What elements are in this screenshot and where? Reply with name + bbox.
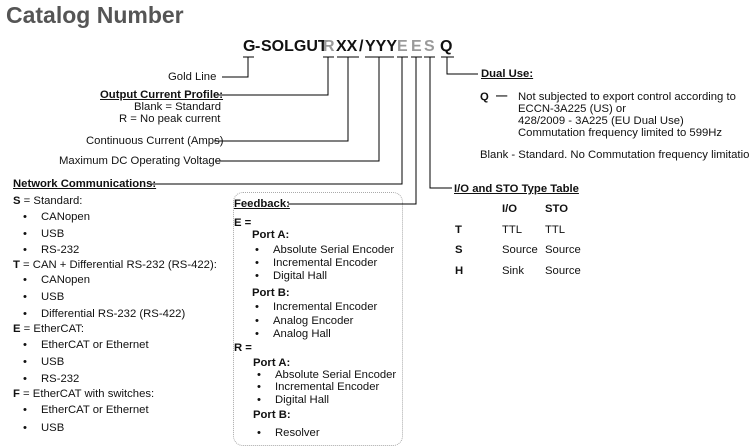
network-t-key: T: [13, 259, 20, 271]
network-title: Network Communications:: [13, 178, 157, 190]
list-item: Incremental Encoder: [255, 257, 377, 269]
feedback-r-port-a: Port A:: [253, 357, 291, 369]
feedback-r-port-b: Port B:: [253, 409, 291, 421]
io-row-key: H: [455, 265, 464, 277]
list-item: Digital Hall: [257, 394, 329, 406]
network-f-desc: = EtherCAT with switches:: [19, 388, 155, 400]
network-f-key: F: [13, 388, 20, 400]
code-g: G: [243, 38, 256, 55]
list-item: Absolute Serial Encoder: [255, 244, 394, 256]
code-r: R: [323, 38, 335, 55]
network-s-line: S = Standard:: [13, 195, 82, 207]
list-item: EtherCAT or Ethernet: [23, 339, 149, 351]
io-row-io: Source: [502, 244, 538, 256]
dual-use-title: Dual Use:: [481, 68, 534, 80]
list-item: Absolute Serial Encoder: [257, 369, 396, 381]
io-table-title: I/O and STO Type Table: [454, 183, 579, 195]
sto-header: STO: [545, 203, 569, 215]
network-f-line: F = EtherCAT with switches:: [13, 388, 154, 400]
list-item: EtherCAT or Ethernet: [23, 404, 149, 416]
network-s-key: S: [13, 195, 21, 207]
network-t-desc: = CAN + Differential RS-232 (RS-422):: [19, 259, 217, 271]
code-e1: E: [397, 38, 408, 55]
max-dc-label: Maximum DC Operating Voltage: [59, 155, 221, 167]
network-e-desc: = EtherCAT:: [20, 323, 85, 335]
gold-line-label: Gold Line: [168, 71, 217, 83]
network-t-line: T = CAN + Differential RS-232 (RS-422):: [13, 259, 217, 271]
code-slash: /: [359, 38, 364, 55]
dual-use-q-key: Q: [480, 91, 489, 103]
output-r: R = No peak current: [119, 113, 221, 125]
list-item: USB: [23, 291, 64, 303]
code-solgut: SOLGUT: [261, 38, 328, 55]
output-blank: Blank = Standard: [134, 101, 221, 113]
list-item: Analog Encoder: [255, 315, 353, 327]
io-row-sto: Source: [545, 265, 581, 277]
list-item: Analog Hall: [255, 328, 331, 340]
list-item: CANopen: [23, 211, 90, 223]
code-yyy: YYY: [365, 38, 398, 55]
list-item: USB: [23, 228, 64, 240]
list-item: USB: [23, 422, 64, 434]
feedback-e-port-b: Port B:: [252, 287, 290, 299]
feedback-e-label: E =: [234, 217, 252, 229]
feedback-r-label: R =: [234, 342, 252, 354]
dual-use-q-dash: —: [496, 90, 508, 102]
feedback-title: Feedback:: [234, 198, 290, 210]
list-item: RS-232: [23, 244, 79, 256]
io-row-key: S: [455, 244, 463, 256]
io-row-sto: Source: [545, 244, 581, 256]
list-item: RS-232: [23, 373, 79, 385]
network-e-key: E: [13, 323, 21, 335]
feedback-box: [233, 192, 403, 446]
io-row-io: TTL: [502, 224, 523, 236]
io-row-io: Sink: [502, 265, 524, 277]
dual-use-q-line: ECCN-3A225 (US) or: [518, 103, 626, 115]
feedback-e-port-a: Port A:: [252, 229, 290, 241]
code-s: S: [424, 38, 435, 55]
dual-use-q-line: Not subjected to export control accordin…: [518, 91, 736, 103]
list-item: Incremental Encoder: [255, 301, 377, 313]
code-q: Q: [440, 38, 453, 55]
network-e-line: E = EtherCAT:: [13, 323, 84, 335]
list-item: USB: [23, 356, 64, 368]
list-item: Differential RS-232 (RS-422): [23, 308, 185, 320]
io-row-sto: TTL: [545, 224, 566, 236]
code-dash: -: [255, 38, 261, 55]
dual-use-q-line: 428/2009 - 3A225 (EU Dual Use): [518, 115, 684, 127]
io-row-key: T: [455, 224, 462, 236]
page-title: Catalog Number: [6, 2, 184, 28]
list-item: Resolver: [257, 427, 319, 439]
continuous-label: Continuous Current (Amps): [86, 135, 224, 147]
output-profile-title: Output Current Profile:: [100, 89, 224, 101]
code-xx: XX: [336, 38, 358, 55]
io-header: I/O: [502, 203, 518, 215]
dual-use-q-line: Commutation frequency limited to 599Hz: [518, 127, 723, 139]
network-s-desc: = Standard:: [20, 195, 83, 207]
list-item: Digital Hall: [255, 270, 327, 282]
list-item: CANopen: [23, 274, 90, 286]
dual-use-blank: Blank - Standard. No Commutation frequen…: [480, 149, 750, 161]
list-item: Incremental Encoder: [257, 381, 379, 393]
code-e2: E: [411, 38, 422, 55]
